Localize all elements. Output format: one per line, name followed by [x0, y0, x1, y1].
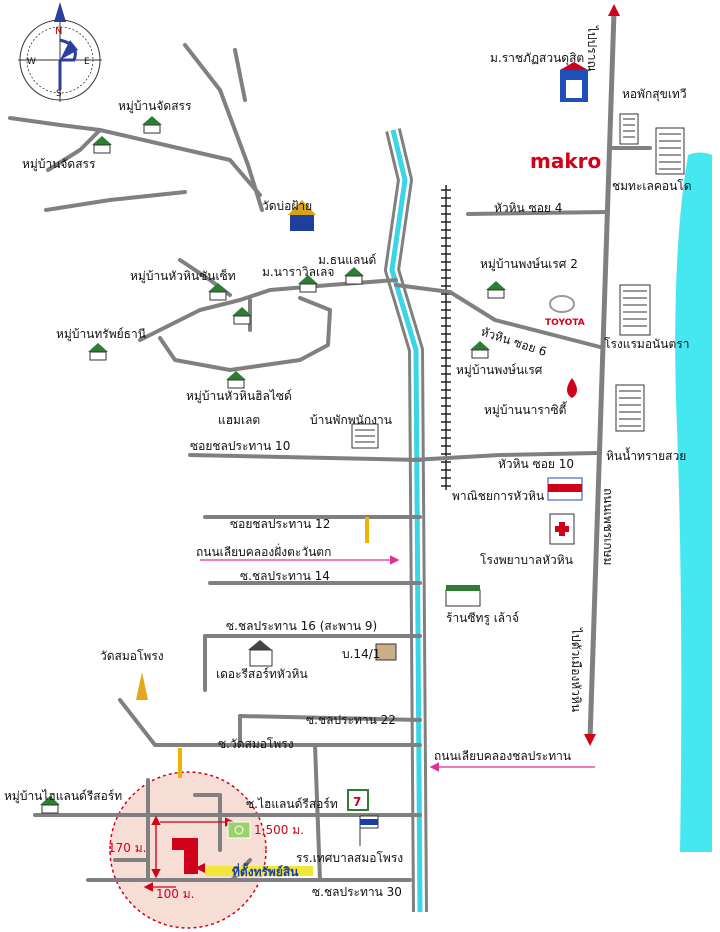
label-staffhouse: บ้านพักพนักงาน	[310, 413, 392, 427]
road-arrow-south	[584, 734, 596, 746]
label-chon22: ซ.ชลประทาน 22	[306, 713, 396, 727]
label-phongnares: หมู่บ้านพงษ์นเรศ	[456, 363, 543, 378]
label-hospital: โรงพยาบาลหัวหิน	[480, 553, 573, 567]
label-canalwest: ถนนเลียบคลองฝั่งตะวันตก	[196, 543, 331, 559]
toyota-label: TOYOTA	[545, 318, 585, 328]
resort-icon	[248, 640, 273, 667]
label-canalchon: ถนนเลียบคลองชลประทาน	[434, 749, 571, 763]
label-thonland: ม.ธนแลนด์	[318, 253, 376, 267]
label-resort: เดอะรีสอร์ทหัวหิน	[216, 667, 308, 681]
toyota-logo	[549, 295, 575, 313]
village-icon	[40, 796, 60, 814]
village-icon	[88, 343, 108, 361]
commerce-flag-icon	[547, 477, 583, 501]
east-roads	[394, 146, 652, 462]
village-icon	[92, 136, 112, 154]
label-chon16: ซ.ชลประทาน 16 (สะพาน 9)	[226, 619, 377, 633]
pagoda-icon	[136, 672, 148, 700]
shop-icon	[445, 585, 481, 607]
label-soi10: หัวหิน ซอย 10	[498, 457, 574, 471]
label-property: ที่ตั้งทรัพย์สิน	[232, 862, 299, 879]
canal	[384, 128, 428, 913]
compass-e: E	[84, 57, 90, 67]
label-dist170: 170 ม.	[108, 841, 146, 855]
label-dist1500: 1,500 ม.	[254, 823, 304, 837]
label-soihighland: ซ.ไฮแลนด์รีสอร์ท	[246, 797, 338, 811]
building-icon	[655, 127, 685, 175]
label-soiwatsamo: ซ.วัดสมอโพรง	[218, 737, 294, 751]
label-hamlet: แฮมเลต	[218, 413, 260, 427]
village-icon	[142, 116, 162, 134]
label-condo: ชมทะเลคอนโด	[612, 179, 692, 193]
label-school: รร.เทศบาลสมอโพรง	[296, 851, 403, 865]
label-dist100: 100 ม.	[156, 887, 194, 901]
road-arrow-north	[608, 4, 620, 16]
village-icon	[344, 267, 364, 285]
b141-house-icon	[375, 643, 397, 661]
petkasem-road	[587, 11, 617, 741]
label-hotel: โรงแรมอนันตรา	[604, 337, 689, 351]
label-watsamo: วัดสมอโพรง	[100, 649, 164, 663]
label-narawilet: ม.นาราวิลเลจ	[262, 265, 334, 279]
label-shop: ร้านซีทรู เล้าจ์	[446, 611, 519, 626]
label-chon14: ซ.ชลประทาน 14	[240, 569, 330, 583]
label-tohuahin: ไปตัวเมืองหัวหิน	[569, 627, 583, 712]
label-commerce: พาณิชยการหัวหิน	[452, 489, 544, 503]
drop-icon	[567, 378, 577, 398]
label-jadsorn1: หมู่บ้านจัดสรร	[118, 99, 192, 114]
label-phongnares2: หมู่บ้านพงษ์นเรศ 2	[480, 257, 578, 272]
label-chon12: ซอยชลประทาน 12	[230, 517, 330, 531]
village-icon	[486, 281, 506, 299]
building-icon	[619, 284, 651, 336]
village-icon	[470, 341, 490, 359]
university-icon	[560, 62, 588, 102]
label-chon30: ซ.ชลประทาน 30	[312, 885, 402, 899]
property-pin	[172, 838, 198, 874]
compass-w: W	[27, 57, 36, 67]
building-icon	[615, 384, 645, 432]
village-icon	[208, 283, 228, 301]
village-icon	[226, 371, 246, 389]
label-dorm: หอพักสุขเทวี	[622, 87, 687, 102]
village-icon	[298, 275, 318, 293]
property-road-highlight	[205, 866, 313, 876]
label-watbophai: วัดบ่อฝ้าย	[262, 199, 312, 213]
building-icon	[619, 113, 639, 145]
svg-text:7: 7	[353, 795, 361, 809]
compass-n: N	[55, 26, 62, 37]
label-soi4: หัวหิน ซอย 4	[494, 201, 562, 215]
compass-icon: N S E W	[18, 2, 102, 102]
label-ratchaphat: ม.ราชภัฏสวนดุสิต	[490, 51, 584, 66]
label-supthani: หมู่บ้านทรัพย์ธานี	[56, 327, 146, 342]
label-highland: หมู่บ้านไฮแลนด์รีสอร์ท	[4, 789, 122, 804]
temple-icon	[288, 200, 316, 231]
railway	[441, 185, 451, 490]
village-icon	[232, 307, 252, 325]
label-narasiri: หมู่บ้านนาราซิตี้	[484, 401, 568, 418]
label-petkasem: ถนนเพชรเกษม	[601, 488, 615, 565]
label-jadsorn2: หมู่บ้านจัดสรร	[22, 157, 96, 172]
seven-eleven-icon: 7	[347, 789, 369, 811]
label-topranburi: ไปปราณ	[585, 25, 599, 72]
compass-s: S	[56, 89, 62, 99]
hospital-icon	[549, 513, 575, 545]
label-b141: บ.14/1	[342, 647, 380, 661]
sea	[675, 152, 712, 852]
label-hillside: หมู่บ้านหัวหินฮิลไซด์	[186, 389, 292, 404]
makro-logo: makro	[530, 149, 601, 173]
soccer-field-icon	[227, 821, 251, 839]
west-roads	[8, 43, 422, 882]
property-arrow	[195, 863, 205, 873]
label-huahinsunset: หมู่บ้านหัวหินซันเซ็ท	[130, 268, 236, 284]
school-flag-icon	[359, 815, 379, 846]
staff-house-icon	[351, 423, 379, 449]
label-hinnam: หินน้ำทรายสวย	[606, 447, 686, 463]
label-chon10: ซอยชลประทาน 10	[190, 439, 290, 453]
